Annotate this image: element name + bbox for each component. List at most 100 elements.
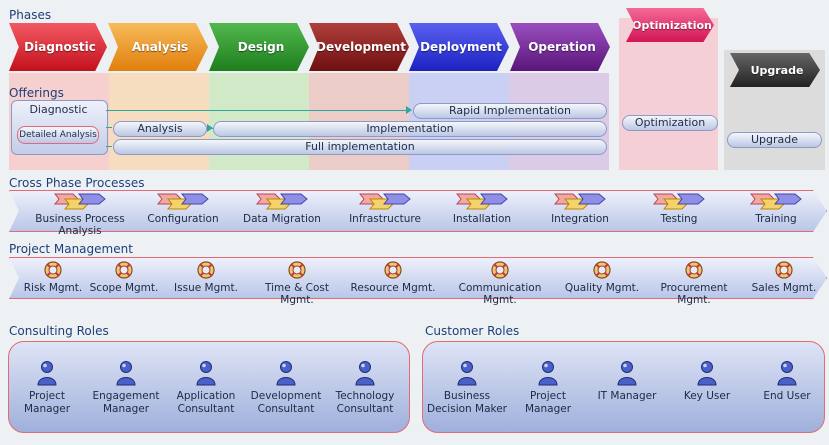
role-line1: Key User	[683, 390, 731, 402]
cross-phase-item[interactable]: Installation	[427, 193, 537, 225]
cross-phase-item[interactable]: Configuration	[128, 193, 238, 225]
process-chevrons-icon	[53, 193, 106, 210]
role-line1: Technology	[335, 390, 395, 402]
role-line2: Manager	[524, 403, 572, 415]
project-mgmt-label: Issue Mgmt.	[174, 282, 238, 294]
person-icon	[355, 361, 375, 386]
customer-role[interactable]: End User	[742, 360, 829, 403]
offering-rapid-implementation[interactable]: Rapid Implementation	[413, 103, 607, 119]
person-icon	[37, 361, 57, 386]
arrow-head-implementation	[207, 124, 213, 132]
process-chevrons-icon	[156, 193, 209, 210]
role-line2: Consultant	[336, 403, 394, 415]
offering-diagnostic-label: Diagnostic	[29, 103, 88, 116]
cross-phase-label: Infrastructure	[349, 213, 421, 225]
cross-phase-item[interactable]: Training	[721, 193, 829, 225]
role-line1: Development	[250, 390, 322, 402]
lifebuoy-icon	[685, 261, 703, 279]
process-chevrons-icon	[255, 193, 308, 210]
person-icon	[457, 361, 477, 386]
person-icon	[276, 361, 296, 386]
project-mgmt-item[interactable]: Quality Mgmt.	[552, 260, 652, 294]
role-line2: Consultant	[257, 403, 315, 415]
role-line2: Consultant	[177, 403, 235, 415]
offerings-heading: Offerings	[9, 86, 64, 100]
phase-deployment[interactable]: Deployment	[409, 23, 509, 71]
phase-optimization[interactable]: Optimization	[626, 8, 714, 42]
process-chevrons-icon	[455, 193, 508, 210]
phase-diagnostic[interactable]: Diagnostic	[9, 23, 107, 71]
lifebuoy-icon	[44, 261, 62, 279]
project-mgmt-label: Scope Mgmt.	[89, 282, 159, 294]
lifebuoy-icon	[197, 261, 215, 279]
person-icon	[116, 361, 136, 386]
person-icon	[697, 361, 717, 386]
phase-operation[interactable]: Operation	[510, 23, 610, 71]
arrow-head-rapid	[406, 106, 412, 114]
role-line1: Engagement	[92, 390, 160, 402]
cross-phase-heading: Cross Phase Processes	[9, 176, 145, 190]
offering-full-implementation[interactable]: Full implementation	[113, 139, 607, 155]
person-icon	[617, 361, 637, 386]
cross-phase-item[interactable]: Infrastructure	[330, 193, 440, 225]
project-mgmt-item[interactable]: Issue Mgmt.	[156, 260, 256, 294]
project-mgmt-item[interactable]: Procurement Mgmt.	[644, 260, 744, 306]
offering-analysis[interactable]: Analysis	[113, 121, 207, 137]
cross-phase-label: Data Migration	[243, 213, 321, 225]
customer-role[interactable]: IT Manager	[582, 360, 672, 403]
project-mgmt-item[interactable]: Sales Mgmt.	[734, 260, 829, 294]
lifebuoy-icon	[384, 261, 402, 279]
project-mgmt-item[interactable]: Risk Mgmt.	[3, 260, 103, 294]
offering-optimization[interactable]: Optimization	[622, 115, 718, 131]
cross-phase-item[interactable]: Testing	[624, 193, 734, 225]
cross-phase-item[interactable]: Business Process Analysis	[25, 193, 135, 237]
project-mgmt-heading: Project Management	[9, 242, 133, 256]
cross-phase-item[interactable]: Data Migration	[227, 193, 337, 225]
offering-implementation[interactable]: Implementation	[213, 121, 607, 137]
project-mgmt-item[interactable]: Time & Cost Mgmt.	[247, 260, 347, 306]
role-line1: End User	[763, 390, 811, 402]
consulting-roles-box	[8, 341, 410, 433]
arrow-analysis	[106, 127, 112, 128]
process-chevrons-icon	[749, 193, 802, 210]
role-line2: Decision Maker	[426, 403, 508, 415]
phase-development[interactable]: Development	[309, 23, 409, 71]
role-line2: Manager	[102, 403, 150, 415]
lifebuoy-icon	[491, 261, 509, 279]
cross-phase-label: Business Process Analysis	[35, 213, 125, 237]
offering-upgrade[interactable]: Upgrade	[727, 132, 822, 148]
offering-detailed-analysis[interactable]: Detailed Analysis	[17, 126, 99, 144]
cross-phase-label: Integration	[551, 213, 609, 225]
project-mgmt-item[interactable]: Resource Mgmt.	[343, 260, 443, 294]
role-line1: Business	[443, 390, 491, 402]
project-mgmt-label: Time & Cost Mgmt.	[265, 282, 329, 306]
cross-phase-item[interactable]: Integration	[525, 193, 635, 225]
customer-roles-box	[422, 341, 825, 433]
phase-analysis[interactable]: Analysis	[108, 23, 208, 71]
lifebuoy-icon	[593, 261, 611, 279]
phase-design[interactable]: Design	[209, 23, 309, 71]
project-mgmt-item[interactable]: Communication Mgmt.	[450, 260, 550, 306]
phase-upgrade[interactable]: Upgrade	[730, 53, 820, 87]
role-line1: IT Manager	[597, 390, 657, 402]
person-icon	[196, 361, 216, 386]
project-mgmt-item[interactable]: Scope Mgmt.	[74, 260, 174, 294]
project-mgmt-label: Risk Mgmt.	[23, 282, 83, 294]
role-line2: Manager	[23, 403, 71, 415]
cross-phase-label: Testing	[660, 213, 698, 225]
arrow-full	[106, 146, 112, 147]
cross-phase-label: Installation	[452, 213, 512, 225]
person-icon	[777, 361, 797, 386]
project-mgmt-label: Procurement Mgmt.	[660, 282, 728, 306]
customer-roles-heading: Customer Roles	[425, 324, 520, 338]
lifebuoy-icon	[115, 261, 133, 279]
project-mgmt-label: Quality Mgmt.	[564, 282, 640, 294]
customer-role[interactable]: Key User	[662, 360, 752, 403]
